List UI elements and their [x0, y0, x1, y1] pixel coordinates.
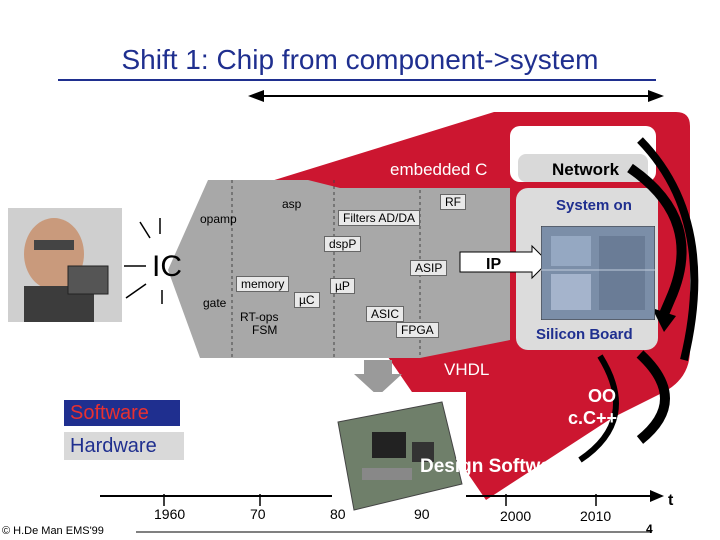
network-inner — [518, 154, 648, 182]
tick-70: 70 — [250, 506, 266, 522]
tick-1960: 1960 — [154, 506, 186, 522]
ic-label: IC — [152, 250, 182, 283]
ip-label: IP — [486, 256, 502, 273]
asp-label: asp — [282, 197, 302, 211]
tick-90: 90 — [414, 506, 430, 522]
software-label: Software — [64, 400, 180, 426]
dsp-label: dspP — [324, 236, 362, 252]
man-holding-chip-photo — [8, 208, 122, 322]
slide-title: Shift 1: Chip from component->system — [121, 44, 599, 75]
opamp-label: opamp — [200, 212, 237, 226]
down-arrow — [354, 360, 402, 396]
asip-label: ASIP — [410, 260, 448, 276]
curved-arrow-services — [637, 137, 699, 361]
memory-label: memory — [236, 276, 290, 292]
copyright: © H.De Man EMS'99 — [2, 525, 104, 537]
page-number: 4 — [646, 522, 653, 536]
fsm-label: FSM — [252, 323, 278, 337]
title-underline — [58, 79, 656, 81]
uc-label: µC — [294, 292, 320, 308]
curved-arrow-oo — [636, 350, 670, 444]
network-label: Network — [552, 160, 620, 179]
tick-2000: 2000 — [500, 508, 532, 524]
silicon-board-label: Silicon Board — [536, 326, 633, 343]
timeline-axis-label: t — [668, 492, 674, 509]
vhdl-label: VHDL — [444, 360, 490, 379]
filters-label: Filters AD/DA — [338, 210, 421, 226]
fpga-label: FPGA — [396, 322, 439, 338]
rt-ops-label: RT-ops — [240, 310, 279, 324]
curved-arrow-design — [578, 354, 619, 463]
design-software-label: Design Software — [420, 456, 569, 477]
gray-region — [168, 180, 510, 358]
oo-label: OO — [588, 386, 617, 406]
rf-label: RF — [440, 194, 466, 210]
tick-2010: 2010 — [580, 508, 612, 524]
up-label: µP — [330, 278, 355, 294]
system-on-label: System on — [556, 197, 632, 214]
embedded-c-label: embedded C — [390, 160, 488, 179]
cpp-label: c.C++ — [568, 408, 618, 428]
chip-die-photo — [541, 226, 655, 320]
tick-80: 80 — [330, 506, 346, 522]
gate-label: gate — [203, 296, 227, 310]
asic-label: ASIC — [366, 306, 405, 322]
circuit-board-photo — [332, 392, 466, 514]
ip-arrow — [459, 244, 549, 280]
hardware-label: Hardware — [64, 432, 184, 460]
services-label: Services — [552, 132, 622, 151]
curved-arrow-network — [627, 163, 687, 316]
